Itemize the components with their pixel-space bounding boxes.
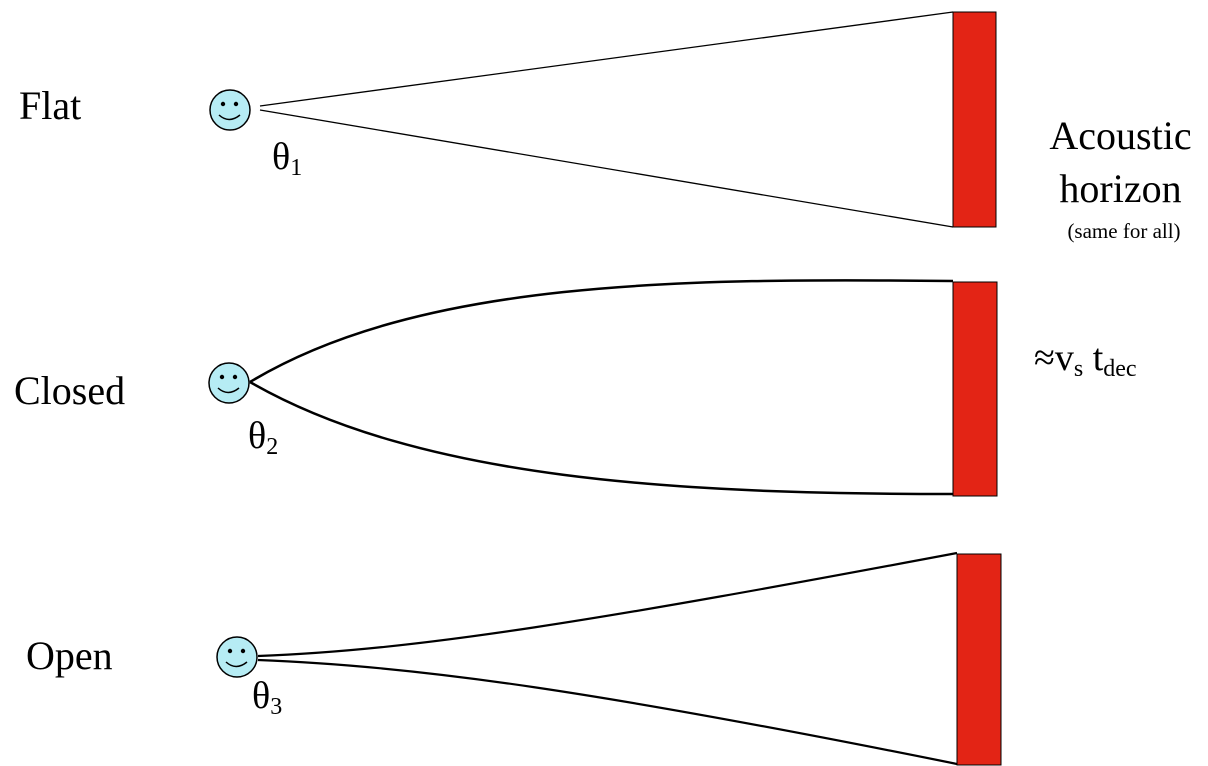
horizon-size-formula: ≈vs tdec xyxy=(1034,339,1137,381)
horizon-title-line2: horizon xyxy=(1059,166,1182,211)
smiley-face-icon xyxy=(208,362,250,404)
closed-label: Closed xyxy=(14,368,126,413)
theta-symbol: θ xyxy=(252,675,271,717)
approx-symbol: ≈ xyxy=(1034,337,1055,379)
flat-label: Flat xyxy=(19,83,82,128)
theta-subscript: 3 xyxy=(270,694,283,720)
open-horizon-wall xyxy=(956,553,1002,766)
flat-geometry xyxy=(209,11,997,228)
horizon-title-line1: Acoustic xyxy=(1049,113,1192,158)
closed-horizon-wall xyxy=(952,281,998,497)
open-label: Open xyxy=(26,633,113,678)
theta-subscript: 2 xyxy=(266,434,279,460)
theta-symbol: θ xyxy=(248,415,267,457)
open-upper-ray xyxy=(257,551,958,658)
theta-3-label: θ3 xyxy=(252,677,282,719)
time-subscript: dec xyxy=(1103,356,1137,382)
closed-lower-ray xyxy=(249,380,954,496)
smiley-face-icon xyxy=(216,636,258,678)
horizon-note: (same for all) xyxy=(1067,219,1181,243)
theta-2-label: θ2 xyxy=(248,417,278,459)
flat-lower-ray xyxy=(259,109,954,228)
velocity-symbol: v xyxy=(1054,337,1074,379)
open-geometry xyxy=(216,551,1002,766)
time-symbol: t xyxy=(1092,337,1104,379)
closed-geometry xyxy=(208,279,998,497)
flat-upper-ray xyxy=(259,11,954,107)
smiley-face-icon xyxy=(209,89,251,131)
closed-upper-ray xyxy=(249,279,954,384)
velocity-subscript: s xyxy=(1073,356,1084,382)
open-lower-ray xyxy=(257,658,958,766)
theta-symbol: θ xyxy=(272,136,291,178)
theta-1-label: θ1 xyxy=(272,138,302,180)
flat-horizon-wall xyxy=(952,11,997,228)
theta-subscript: 1 xyxy=(290,155,303,181)
